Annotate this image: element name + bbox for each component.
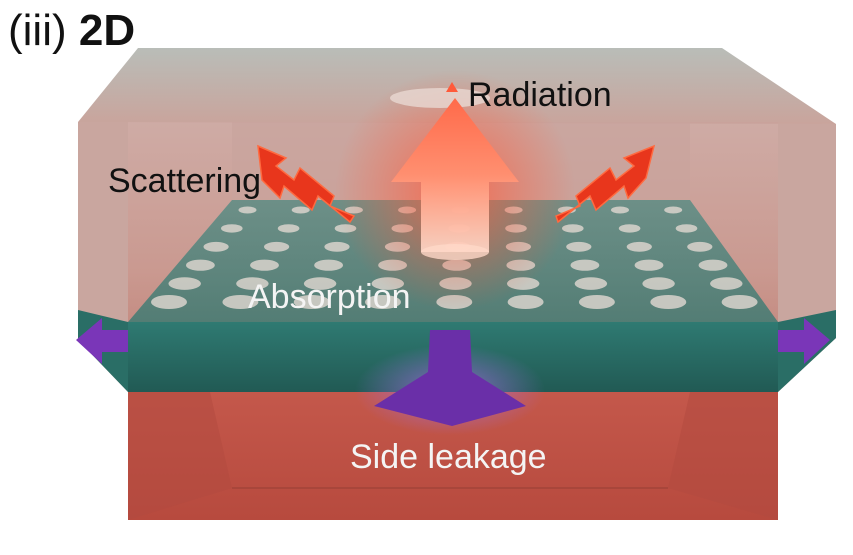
hole bbox=[650, 295, 687, 309]
hole bbox=[611, 206, 629, 214]
radiation-label: Radiation bbox=[468, 76, 612, 114]
side-leakage-arrow-icon bbox=[374, 330, 526, 426]
panel-label: (iii) 2D bbox=[8, 6, 135, 56]
hole bbox=[365, 295, 401, 309]
substrate-inner-right bbox=[668, 392, 778, 520]
absorption-label: Absorption bbox=[248, 278, 411, 316]
radiation-marker bbox=[446, 82, 458, 92]
hole bbox=[574, 277, 608, 290]
hole bbox=[250, 259, 279, 271]
hole bbox=[203, 241, 229, 252]
hole bbox=[721, 295, 758, 309]
hole bbox=[618, 224, 641, 233]
scattering-label: Scattering bbox=[108, 162, 262, 200]
substrate-inner-left bbox=[128, 392, 232, 520]
hole bbox=[675, 224, 698, 233]
hole bbox=[222, 295, 259, 309]
lateral-leakage-right-icon bbox=[778, 318, 830, 364]
scattering-arrow-right-icon bbox=[555, 144, 656, 224]
hole bbox=[186, 259, 215, 271]
hole bbox=[570, 259, 600, 271]
panel-title: 2D bbox=[78, 6, 136, 55]
hole bbox=[291, 206, 310, 214]
hole bbox=[314, 259, 343, 271]
panel-index: (iii) bbox=[8, 6, 67, 55]
hole bbox=[151, 295, 187, 309]
hole bbox=[238, 206, 257, 214]
hole bbox=[687, 241, 713, 252]
hole bbox=[642, 277, 675, 290]
hole bbox=[664, 206, 683, 214]
hole bbox=[293, 295, 330, 309]
hole bbox=[324, 241, 350, 252]
hole bbox=[578, 295, 615, 309]
hole bbox=[634, 259, 664, 271]
hole bbox=[264, 241, 290, 252]
hole bbox=[303, 277, 337, 290]
scattering-arrow-left-icon bbox=[257, 144, 356, 224]
hole bbox=[507, 295, 544, 309]
hole bbox=[710, 277, 743, 290]
radiation-spot bbox=[390, 88, 490, 108]
side-leakage-label: Side leakage bbox=[350, 438, 547, 476]
hole bbox=[698, 259, 728, 271]
hole bbox=[566, 241, 592, 252]
hole bbox=[626, 241, 652, 252]
radiation-arrow-icon bbox=[391, 98, 519, 260]
hole bbox=[168, 277, 201, 290]
lateral-leakage-left-icon bbox=[76, 318, 128, 364]
hole bbox=[236, 277, 269, 290]
hole bbox=[277, 224, 300, 233]
hole bbox=[221, 224, 243, 233]
